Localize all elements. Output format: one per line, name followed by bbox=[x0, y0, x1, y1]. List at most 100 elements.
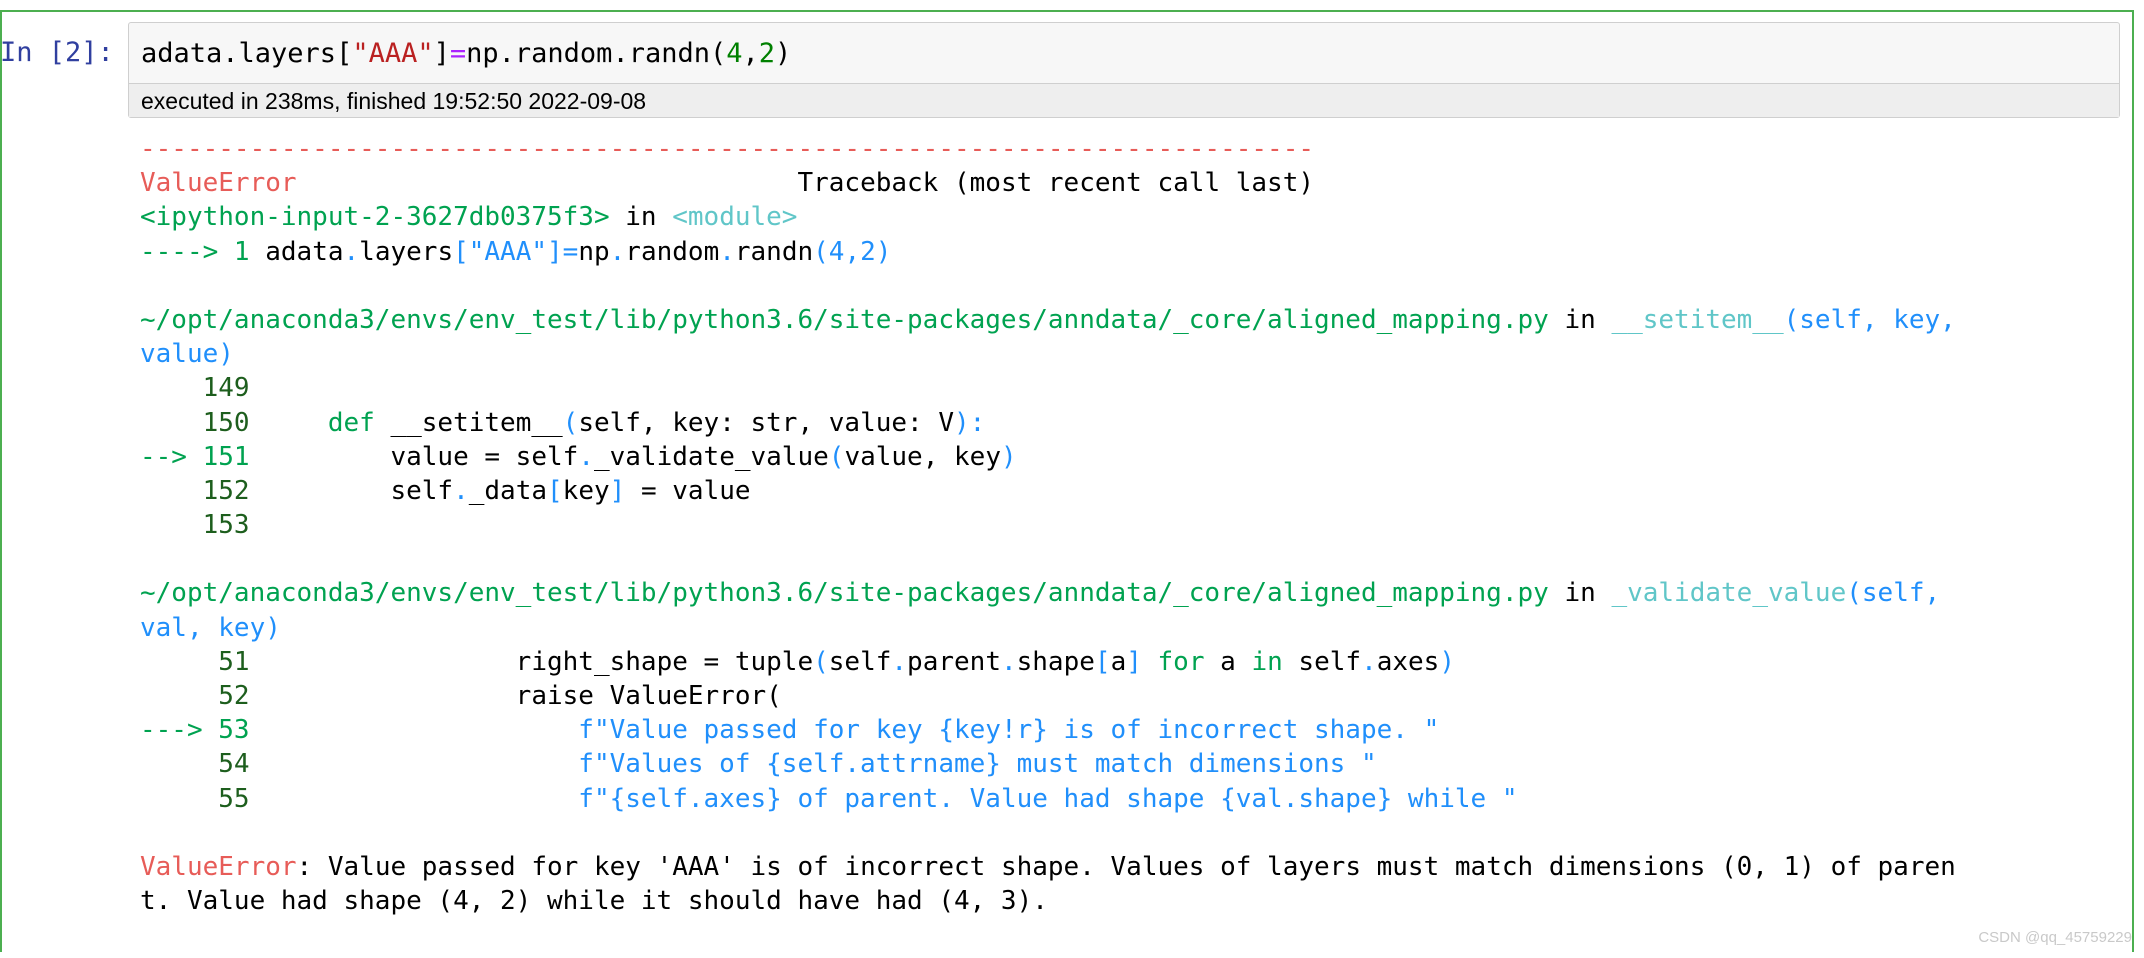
code-token: a bbox=[1204, 646, 1236, 677]
code-token: ] bbox=[1126, 646, 1142, 677]
code-token: shape bbox=[1016, 646, 1095, 677]
code-token: randn bbox=[734, 236, 814, 267]
frame-arrow: ---> 53 bbox=[140, 715, 250, 746]
code-token: layers bbox=[359, 236, 454, 267]
line-number: 55 bbox=[140, 783, 250, 814]
frame-file: <ipython-input-2-3627db0375f3> bbox=[140, 202, 610, 233]
frame-in: in bbox=[1548, 578, 1612, 609]
code-token: adata bbox=[265, 236, 344, 267]
code-token: _data bbox=[468, 475, 548, 506]
code-token-string: f"Values of {self.attrname} must match d… bbox=[249, 749, 1377, 780]
code-token: adata.layers[ bbox=[141, 38, 353, 69]
watermark: CSDN @qq_45759229 bbox=[1978, 929, 2132, 946]
code-token: self bbox=[1282, 646, 1362, 677]
frame-file: ~/opt/anaconda3/envs/env_test/lib/python… bbox=[140, 578, 1549, 609]
code-token: raise ValueError( bbox=[249, 681, 782, 711]
code-token-number: 4 bbox=[726, 38, 743, 69]
frame-code-line-current: --> 151 value = self._validate_value(val… bbox=[140, 440, 1956, 474]
code-token: value, key bbox=[844, 441, 1001, 472]
blank-line bbox=[140, 816, 1956, 850]
code-token: . bbox=[891, 646, 908, 677]
code-token-number: 2 bbox=[758, 38, 776, 69]
code-token-string: "AAA" bbox=[352, 38, 434, 69]
code-token: key bbox=[562, 475, 610, 506]
code-token-keyword: for bbox=[1141, 646, 1205, 677]
execution-time-bar: executed in 238ms, finished 19:52:50 202… bbox=[129, 83, 2119, 117]
line-number: 54 bbox=[140, 749, 250, 780]
notebook-cell[interactable] bbox=[0, 10, 2134, 952]
traceback-separator: ----------------------------------------… bbox=[140, 134, 1314, 164]
frame-func: _validate_value bbox=[1611, 578, 1847, 609]
frame-in: in bbox=[1548, 304, 1612, 335]
code-token: . bbox=[453, 475, 469, 506]
code-token: ) bbox=[1439, 646, 1455, 677]
code-token: = bbox=[562, 236, 579, 267]
code-token: . bbox=[578, 441, 594, 472]
code-token: . bbox=[1361, 646, 1377, 677]
frame-header-wrap: value) bbox=[140, 339, 234, 370]
frame-code-line: 152 self._data[key] = value bbox=[140, 474, 1956, 508]
code-token: (4,2) bbox=[813, 236, 892, 267]
traceback-output: ----------------------------------------… bbox=[140, 132, 1956, 918]
code-token: _validate_value bbox=[593, 441, 829, 472]
code-token: . bbox=[719, 236, 735, 267]
code-token: value = self bbox=[249, 441, 579, 472]
input-prompt: In [2]: bbox=[0, 37, 114, 68]
code-token-keyword: def bbox=[249, 407, 391, 438]
code-token-string: f"Value passed for key {key!r} is of inc… bbox=[249, 715, 1440, 746]
frame-arrow: ----> 1 bbox=[140, 236, 266, 267]
frame-header: <ipython-input-2-3627db0375f3> in <modul… bbox=[140, 200, 1956, 234]
code-token: ( bbox=[813, 646, 829, 677]
blank-line bbox=[140, 542, 1956, 576]
line-number: 52 bbox=[140, 681, 250, 711]
frame-code-line: 52 raise ValueError( bbox=[140, 679, 1956, 713]
frame-code-line: 51 right_shape = tuple(self.parent.shape… bbox=[140, 645, 1956, 679]
line-number: 149 bbox=[140, 373, 250, 404]
code-token: ) bbox=[775, 38, 792, 69]
final-error-line-wrap: t. Value had shape (4, 2) while it shoul… bbox=[140, 886, 1048, 917]
blank-line bbox=[140, 269, 1956, 303]
code-token: [ bbox=[547, 475, 563, 506]
traceback-header: ValueError Traceback (most recent call l… bbox=[140, 166, 1956, 200]
code-token: right_shape = tuple bbox=[249, 646, 814, 677]
line-number: 153 bbox=[140, 510, 250, 541]
code-token: . bbox=[1000, 646, 1017, 677]
code-token: np bbox=[578, 236, 610, 267]
code-token: self bbox=[249, 475, 454, 506]
final-error-message: : Value passed for key 'AAA' is of incor… bbox=[296, 851, 1956, 882]
code-token-keyword: in bbox=[1235, 646, 1283, 677]
frame-file: ~/opt/anaconda3/envs/env_test/lib/python… bbox=[140, 304, 1549, 335]
error-name: ValueError bbox=[140, 168, 297, 199]
frame-code-line-current: ---> 53 f"Value passed for key {key!r} i… bbox=[140, 713, 1956, 747]
frame-code-line: 55 f"{self.axes} of parent. Value had sh… bbox=[140, 782, 1956, 816]
frame-code-line: 150 def __setitem__(self, key: str, valu… bbox=[140, 406, 1956, 440]
code-token: __setitem__ bbox=[390, 407, 563, 438]
code-token: ( bbox=[828, 441, 845, 472]
code-token: [ bbox=[1094, 646, 1111, 677]
frame-header: ~/opt/anaconda3/envs/env_test/lib/python… bbox=[140, 303, 1956, 337]
code-token: a bbox=[1110, 646, 1127, 677]
frame-code-line: ----> 1 adata.layers["AAA"]=np.random.ra… bbox=[140, 235, 1956, 269]
frame-in: in bbox=[609, 202, 673, 233]
traceback-title: Traceback (most recent call last) bbox=[797, 168, 1315, 199]
final-error-line: ValueError: Value passed for key 'AAA' i… bbox=[140, 850, 1956, 884]
header-gap bbox=[297, 168, 798, 198]
line-number: 150 bbox=[140, 407, 250, 438]
code-token: ) bbox=[1000, 441, 1017, 472]
code-token: = value bbox=[625, 475, 751, 506]
frame-func-args: (self, bbox=[1846, 578, 1941, 609]
code-token: axes bbox=[1376, 646, 1440, 677]
line-number: 152 bbox=[140, 475, 250, 506]
line-number: 51 bbox=[140, 646, 250, 677]
code-token-operator: = bbox=[449, 38, 467, 69]
code-token: np.random.randn( bbox=[466, 38, 727, 69]
code-token: ): bbox=[954, 407, 986, 438]
code-input-area[interactable]: adata.layers["AAA"]=np.random.randn(4,2)… bbox=[128, 22, 2120, 118]
code-token: ] bbox=[433, 38, 450, 69]
code-token: random bbox=[625, 236, 720, 267]
code-token-string: f"{self.axes} of parent. Value had shape… bbox=[249, 783, 1518, 814]
code-line[interactable]: adata.layers["AAA"]=np.random.randn(4,2) bbox=[141, 37, 791, 71]
code-token: . bbox=[609, 236, 626, 267]
code-token: , bbox=[742, 38, 759, 69]
frame-code-line: 54 f"Values of {self.attrname} must matc… bbox=[140, 747, 1956, 781]
